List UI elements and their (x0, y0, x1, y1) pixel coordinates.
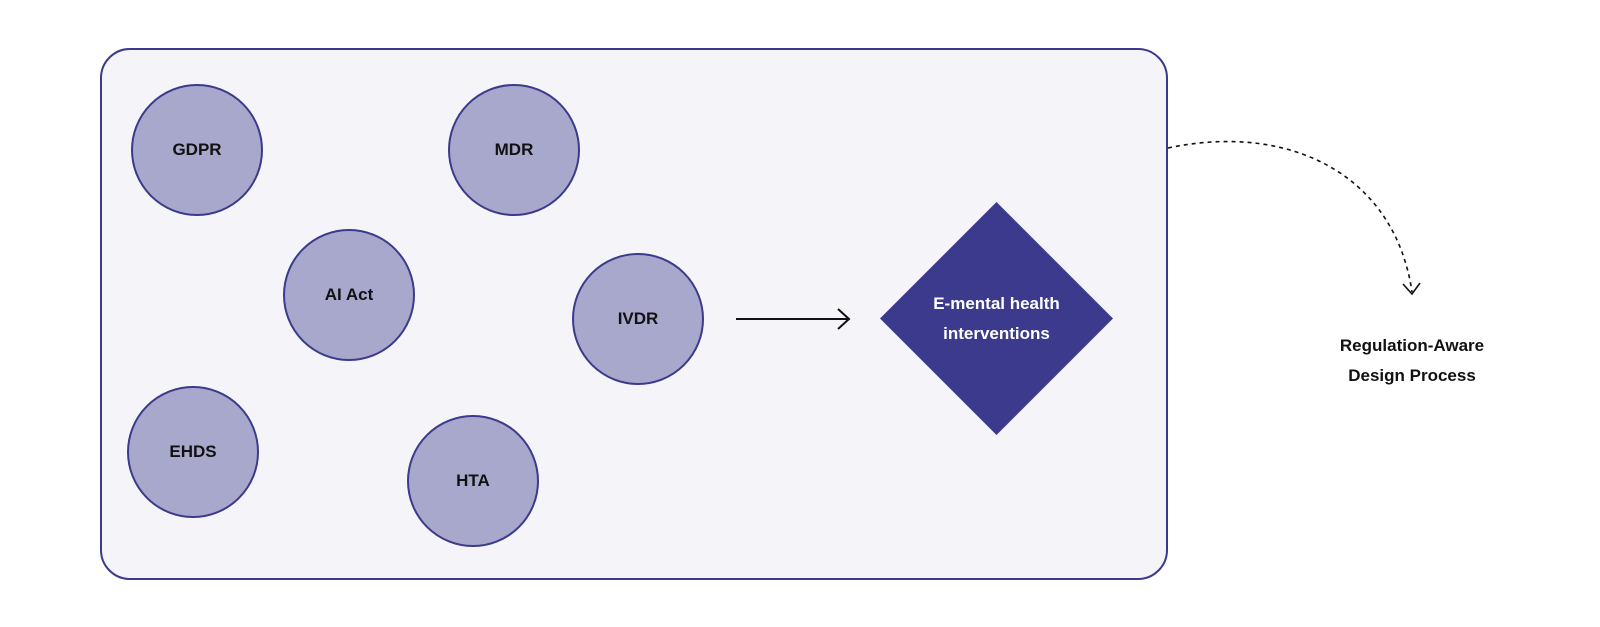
regulation-node-ai-act: AI Act (283, 229, 415, 361)
regulation-node-gdpr: GDPR (131, 84, 263, 216)
regulation-node-ivdr: IVDR (572, 253, 704, 385)
dashed-curve (1167, 140, 1413, 293)
regulation-node-ehds: EHDS (127, 386, 259, 518)
target-label: E-mental health interventions (933, 293, 1060, 343)
regulation-node-hta: HTA (407, 415, 539, 547)
regulation-label-ehds: EHDS (169, 442, 217, 461)
dashed-arrow-head-icon (1402, 282, 1421, 296)
regulation-label-ivdr: IVDR (617, 309, 659, 328)
regulation-label-hta: HTA (456, 471, 490, 490)
regulation-label-mdr: MDR (494, 140, 534, 159)
dashed-arrow-to-outcome (1167, 140, 1421, 296)
target-diamond: E-mental health interventions (880, 202, 1113, 435)
regulation-label-ai-act: AI Act (324, 285, 374, 304)
regulation-label-gdpr: GDPR (172, 140, 222, 159)
arrow-head-icon (837, 308, 851, 330)
arrow-to-target (736, 308, 851, 330)
outcome-label: Regulation-Aware Design Process (1339, 336, 1485, 385)
regulation-node-mdr: MDR (448, 84, 580, 216)
